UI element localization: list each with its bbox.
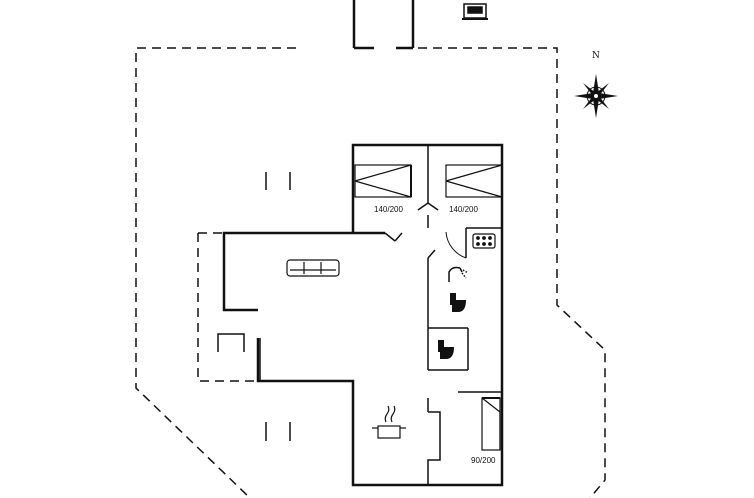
toilet-icon: [450, 293, 466, 312]
double-bed-icon: [354, 164, 412, 198]
bed-size-label: 140/200: [449, 205, 478, 214]
toilet-icon: [438, 340, 454, 359]
single-bed-icon: [481, 397, 501, 451]
double-bed-icon: [445, 164, 503, 198]
compass-north-label: N: [592, 51, 600, 61]
terrace-outline: [135, 47, 606, 498]
terrace-furniture: [217, 172, 291, 441]
compass-rose-icon: [574, 74, 618, 118]
cooking-pot-icon: [372, 405, 406, 439]
spa-bath-icon: [472, 233, 496, 249]
car-icon: [462, 3, 488, 20]
shower-icon: [448, 266, 469, 282]
entrance-path: [352, 0, 415, 50]
bed-size-label: 140/200: [374, 205, 403, 214]
interior-walls: [259, 145, 502, 485]
sofa-icon: [286, 259, 340, 277]
bed-size-label: 90/200: [471, 456, 496, 465]
